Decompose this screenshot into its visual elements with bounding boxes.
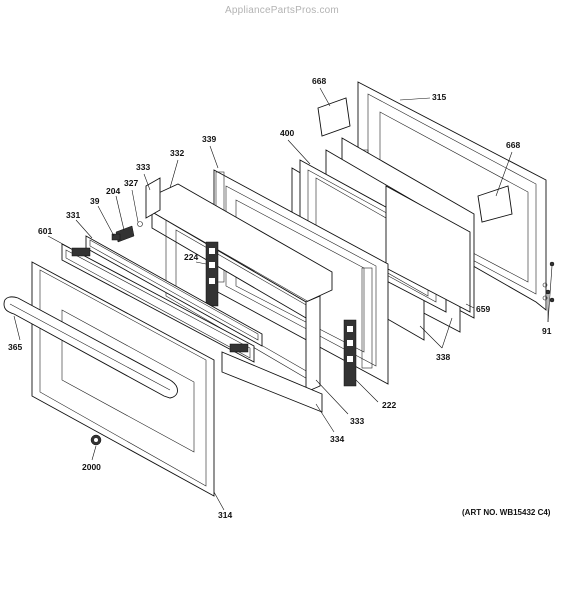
callout-314: 314 xyxy=(218,510,232,520)
art-number: (ART NO. WB15432 C4) xyxy=(462,508,551,517)
hinge-222 xyxy=(343,319,357,387)
bracket-39 xyxy=(111,233,121,241)
callout-315: 315 xyxy=(432,92,446,102)
insulation-pad-668a xyxy=(317,97,351,137)
screw-91a xyxy=(549,261,555,267)
leader-lines xyxy=(13,87,553,511)
door-handle-365 xyxy=(3,296,178,399)
callout-365: 365 xyxy=(8,342,22,352)
outer-door-panel-314 xyxy=(31,261,215,497)
insulation-pad-668b xyxy=(477,185,513,223)
callout-331: 331 xyxy=(66,210,80,220)
callout-327: 327 xyxy=(124,178,138,188)
side-trim-333b xyxy=(305,295,321,393)
callout-400: 400 xyxy=(280,128,294,138)
callout-338: 338 xyxy=(436,352,450,362)
screw-91b xyxy=(545,289,551,295)
callout-333b: 333 xyxy=(350,416,364,426)
callout-601: 601 xyxy=(38,226,52,236)
panel-659 xyxy=(385,185,471,313)
callout-91: 91 xyxy=(542,326,552,336)
hinge-224 xyxy=(205,241,219,307)
watermark: AppliancePartsPros.com xyxy=(225,5,339,16)
screw-327 xyxy=(137,221,143,227)
callout-222: 222 xyxy=(382,400,396,410)
callout-659: 659 xyxy=(476,304,490,314)
screw-91c xyxy=(549,297,555,303)
callout-39: 39 xyxy=(90,196,100,206)
callout-332: 332 xyxy=(170,148,184,158)
callout-668b: 668 xyxy=(506,140,520,150)
callout-204: 204 xyxy=(106,186,120,196)
bottom-trim-334 xyxy=(221,351,323,413)
vent-panel-601 xyxy=(61,243,255,363)
vent-trim-331 xyxy=(85,235,263,347)
callout-333a: 333 xyxy=(136,162,150,172)
callout-339: 339 xyxy=(202,134,216,144)
callout-224: 224 xyxy=(184,252,198,262)
callout-334: 334 xyxy=(330,434,344,444)
callout-2000: 2000 xyxy=(82,462,101,472)
lock-knob-2000-center xyxy=(94,438,98,442)
callout-668a: 668 xyxy=(312,76,326,86)
